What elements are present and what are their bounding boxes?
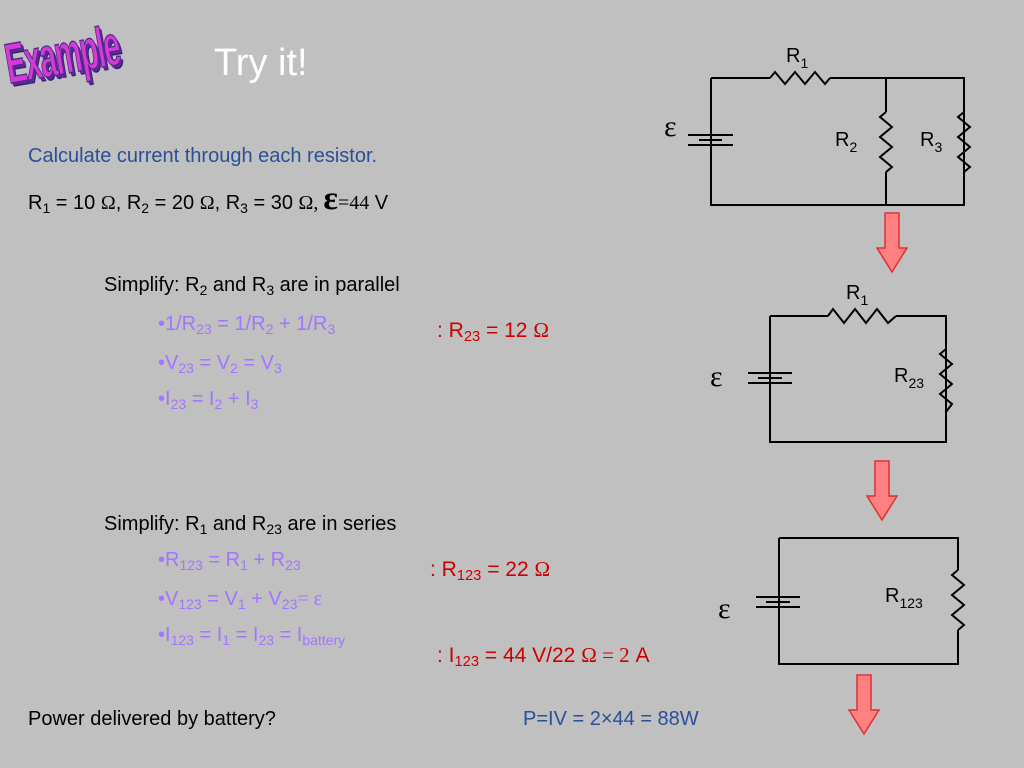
battery-symbol (688, 134, 733, 146)
down-arrow-2 (866, 460, 898, 522)
circuit-diagram-1: ε R1 R2 R3 (664, 45, 972, 206)
slide-title: Try it! (214, 42, 308, 84)
resistor-r1 (769, 70, 831, 86)
step2-result-r123: : R123 = 22 Ω (430, 557, 551, 585)
power-answer: P=IV = 2×44 = 88W (523, 708, 699, 730)
circuit1-wire (710, 77, 965, 206)
circuit-diagram-2: ε R1 R23 (710, 282, 954, 443)
circuit2-wire (769, 315, 947, 443)
resistor-r1 (827, 307, 897, 325)
battery-symbol (756, 596, 800, 608)
given-values: R1 = 10 Ω, R2 = 20 Ω, R3 = 30 Ω, ε=44 V (28, 180, 389, 217)
circuit1-r2-label: R2 (835, 129, 857, 155)
circuit3-wire (778, 537, 959, 665)
battery-symbol (748, 372, 792, 384)
step1-result: : R23 = 12 Ω (437, 318, 549, 346)
resistor-r3 (956, 111, 972, 173)
down-arrow-3 (848, 674, 880, 736)
step2-result-i123: : I123 = 44 V/22 Ω = 2 A (437, 643, 650, 671)
circuit1-r1-label: R1 (786, 45, 808, 71)
resistor-r23 (938, 348, 954, 413)
circuit2-r23-label: R23 (894, 365, 924, 391)
circuit2-r1-label: R1 (846, 282, 868, 308)
circuit1-emf-label: ε (664, 110, 677, 143)
step1-bullet-3: •I23 = I2 + I3 (158, 388, 259, 412)
emf-symbol: ε (323, 180, 338, 217)
problem-intro: Calculate current through each resistor. (28, 145, 378, 167)
step2-heading: Simplify: R1 and R23 are in series (104, 513, 397, 537)
step1-bullet-2: •V23 = V2 = V3 (158, 352, 282, 376)
example-badge: Example (0, 13, 134, 132)
step2-bullet-2: •V123 = V1 + V23= ε (158, 588, 323, 612)
circuit3-r123-label: R123 (885, 585, 923, 611)
circuit1-r3-label: R3 (920, 129, 942, 155)
resistor-r123 (950, 569, 966, 631)
power-question: Power delivered by battery? (28, 708, 276, 730)
step1-bullet-1: •1/R23 = 1/R2 + 1/R3 (158, 313, 336, 337)
step2-bullet-3: •I123 = I1 = I23 = Ibattery (158, 624, 346, 648)
step2-bullet-1: •R123 = R1 + R23 (158, 549, 301, 573)
resistor-r2 (878, 111, 894, 173)
circuit3-emf-label: ε (718, 592, 731, 625)
example-badge-text: Example (0, 13, 124, 96)
circuit2-emf-label: ε (710, 360, 723, 393)
circuit-diagram-3: ε R123 (718, 537, 966, 665)
step1-heading: Simplify: R2 and R3 are in parallel (104, 274, 400, 298)
down-arrow-1 (876, 212, 908, 274)
